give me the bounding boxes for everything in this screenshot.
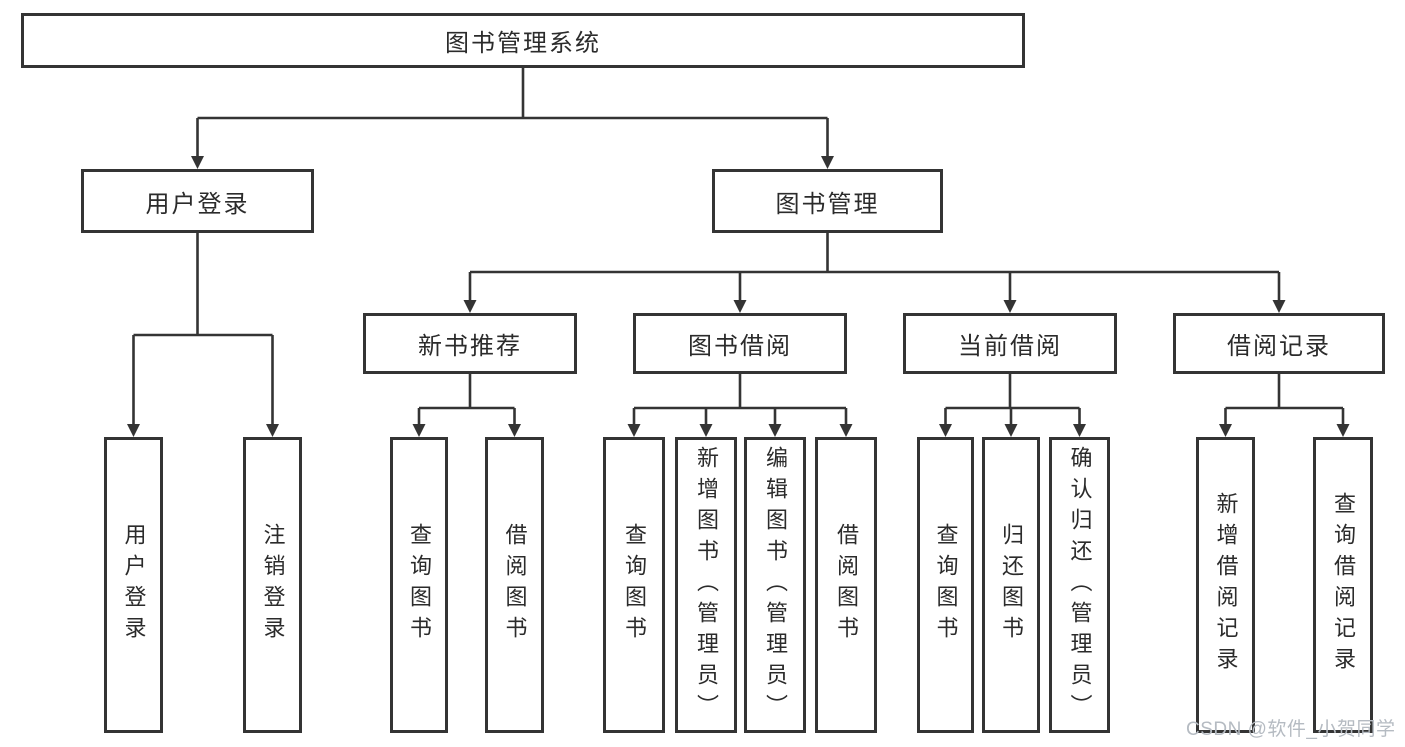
leaf-current-query-books-label: 查询图书 — [933, 523, 959, 647]
connector-arrowheads — [127, 156, 1350, 437]
node-book-borrowing-label: 图书借阅 — [688, 333, 792, 360]
leaf-recommend-query-books-label: 查询图书 — [407, 523, 432, 647]
connector-segments — [132, 66, 1345, 425]
node-borrowing-records: 借阅记录 — [1173, 313, 1385, 374]
leaf-borrowing-borrow-books-label: 借阅图书 — [834, 523, 859, 647]
leaf-logout: 注销登录 — [243, 437, 302, 733]
leaf-recommend-query-books: 查询图书 — [390, 437, 448, 733]
node-book-management-label: 图书管理 — [775, 190, 880, 218]
leaf-records-query-record: 查询借阅记录 — [1313, 437, 1373, 733]
leaf-user-login: 用户登录 — [104, 437, 163, 733]
leaf-current-confirm-return-admin-label: 确认归还（管理员） — [1067, 445, 1093, 725]
leaf-user-login-label: 用户登录 — [121, 523, 147, 647]
leaf-recommend-borrow-books: 借阅图书 — [485, 437, 544, 733]
leaf-current-return-books-label: 归还图书 — [999, 523, 1024, 647]
node-current-borrowing: 当前借阅 — [903, 313, 1117, 374]
node-borrowing-records-label: 借阅记录 — [1227, 333, 1331, 360]
leaf-current-return-books: 归还图书 — [982, 437, 1040, 733]
leaf-borrowing-edit-books-admin: 编辑图书（管理员） — [744, 437, 806, 733]
leaf-current-query-books: 查询图书 — [917, 437, 974, 733]
leaf-borrowing-add-books-admin: 新增图书（管理员） — [675, 437, 737, 733]
node-book-borrowing: 图书借阅 — [633, 313, 847, 374]
node-book-management: 图书管理 — [712, 169, 943, 233]
leaf-records-add-record-label: 新增借阅记录 — [1213, 492, 1239, 678]
node-current-borrowing-label: 当前借阅 — [958, 333, 1062, 360]
leaf-borrowing-edit-books-admin-label: 编辑图书（管理员） — [763, 445, 788, 725]
leaf-borrowing-borrow-books: 借阅图书 — [815, 437, 877, 733]
node-user-login-label: 用户登录 — [145, 190, 250, 218]
node-library-management-system: 图书管理系统 — [21, 13, 1025, 68]
csdn-watermark: CSDN @软件_小贺同学 — [1186, 719, 1396, 740]
leaf-borrowing-query-books: 查询图书 — [603, 437, 665, 733]
leaf-logout-label: 注销登录 — [260, 523, 286, 647]
leaf-records-add-record: 新增借阅记录 — [1196, 437, 1255, 733]
node-user-login: 用户登录 — [81, 169, 314, 233]
leaf-borrowing-query-books-label: 查询图书 — [622, 523, 647, 647]
node-new-book-recommend-label: 新书推荐 — [418, 333, 522, 360]
leaf-records-query-record-label: 查询借阅记录 — [1331, 492, 1356, 678]
node-library-management-system-label: 图书管理系统 — [445, 30, 601, 57]
leaf-recommend-borrow-books-label: 借阅图书 — [502, 523, 528, 647]
leaf-current-confirm-return-admin: 确认归还（管理员） — [1049, 437, 1110, 733]
leaf-borrowing-add-books-admin-label: 新增图书（管理员） — [694, 445, 719, 725]
node-new-book-recommend: 新书推荐 — [363, 313, 577, 374]
